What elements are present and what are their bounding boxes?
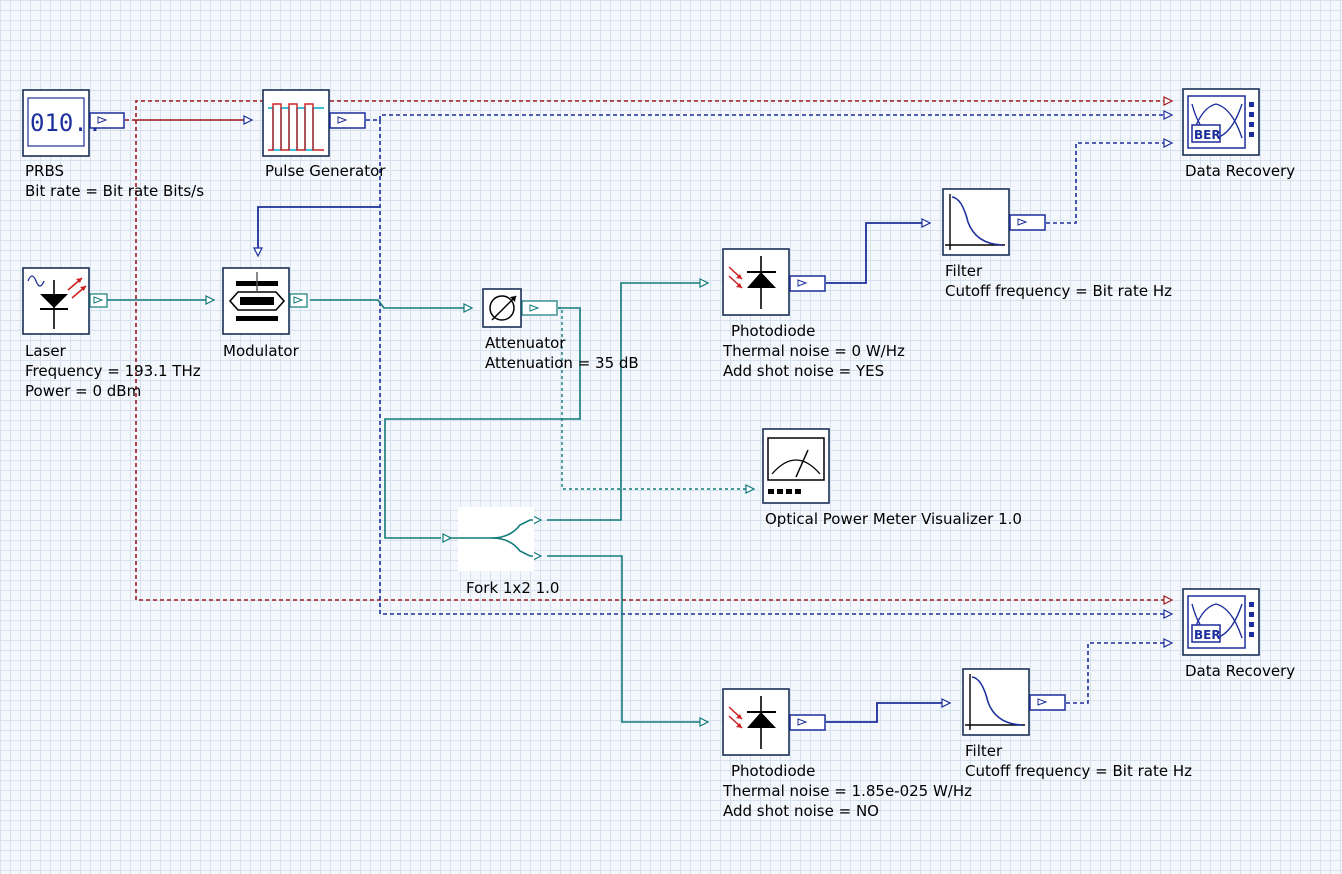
- link-pulsegen-to-datarecovery-bottom[interactable]: [379, 120, 1170, 615]
- ber-badge-bottom: BER: [1194, 628, 1221, 642]
- links-layer: [106, 96, 1174, 727]
- photodiode-bottom-name-label: Photodiode: [731, 762, 815, 780]
- photodiode-bottom-thermal-label: Thermal noise = 1.85e-025 W/Hz: [722, 782, 972, 800]
- laser-name-label: Laser: [25, 342, 67, 360]
- fork-branch-icon: [449, 519, 533, 557]
- fork-name-label: Fork 1x2 1.0: [466, 579, 559, 597]
- link-pulsegen-to-datarecovery-top[interactable]: [366, 114, 1170, 121]
- data-recovery-top-component[interactable]: BER Data Recovery: [1182, 88, 1295, 180]
- attenuator-icon: [489, 295, 517, 321]
- photodiode-top-icon: [728, 256, 776, 309]
- link-prbs-to-datarecovery-bottom[interactable]: [135, 120, 1170, 601]
- photodiode-top-output-port[interactable]: [789, 275, 826, 292]
- modulator-name-label: Modulator: [223, 342, 300, 360]
- attenuator-component[interactable]: Attenuator Attenuation = 35 dB: [482, 288, 639, 372]
- data-recovery-bottom-name-label: Data Recovery: [1185, 662, 1295, 680]
- prbs-output-port[interactable]: [89, 112, 125, 129]
- photodiode-top-component[interactable]: Photodiode Thermal noise = 0 W/Hz Add sh…: [722, 248, 905, 380]
- filter-top-cutoff-label: Cutoff frequency = Bit rate Hz: [945, 282, 1172, 300]
- prbs-bitrate-label: Bit rate = Bit rate Bits/s: [25, 182, 204, 200]
- photodiode-bottom-output-port[interactable]: [789, 714, 826, 731]
- link-attenuator-to-fork[interactable]: [384, 307, 581, 539]
- pulse-generator-output-port[interactable]: [329, 112, 366, 129]
- photodiode-bottom-icon: [728, 696, 776, 749]
- pulse-generator-component[interactable]: Pulse Generator: [262, 89, 386, 180]
- pulse-waveform-icon: [268, 103, 324, 151]
- photodiode-bottom-shot-label: Add shot noise = NO: [723, 802, 879, 820]
- input-arrowheads: [205, 96, 1174, 727]
- prbs-name-label: PRBS: [25, 162, 64, 180]
- photodiode-top-name-label: Photodiode: [731, 322, 815, 340]
- attenuator-attenuation-label: Attenuation = 35 dB: [485, 354, 639, 372]
- ber-analyzer-top-icon: BER: [1187, 95, 1254, 149]
- filter-top-response-icon: [945, 194, 1005, 250]
- laser-component[interactable]: Laser Frequency = 193.1 THz Power = 0 dB…: [22, 267, 201, 400]
- fork-component[interactable]: Fork 1x2 1.0: [449, 507, 559, 597]
- laser-frequency-label: Frequency = 193.1 THz: [25, 362, 201, 380]
- link-photodiode-top-to-filter-top[interactable]: [826, 222, 930, 284]
- laser-diode-icon: [27, 275, 87, 329]
- mach-zehnder-icon: [228, 272, 286, 321]
- filter-top-component[interactable]: Filter Cutoff frequency = Bit rate Hz: [942, 188, 1172, 300]
- photodiode-bottom-component[interactable]: Photodiode Thermal noise = 1.85e-025 W/H…: [722, 688, 972, 820]
- filter-top-output-port[interactable]: [1009, 214, 1046, 231]
- link-photodiode-bottom-to-filter-bottom[interactable]: [826, 702, 950, 723]
- link-fork-to-photodiode-top[interactable]: [547, 282, 708, 521]
- power-meter-name-label: Optical Power Meter Visualizer 1.0: [765, 510, 1022, 528]
- link-filter-bottom-to-datarecovery-bottom[interactable]: [1066, 642, 1170, 704]
- ber-analyzer-bottom-icon: BER: [1187, 595, 1254, 649]
- photodiode-top-thermal-label: Thermal noise = 0 W/Hz: [722, 342, 905, 360]
- attenuator-output-port[interactable]: [521, 300, 558, 316]
- prbs-component[interactable]: 010.. PRBS Bit rate = Bit rate Bits/s: [22, 89, 204, 200]
- filter-bottom-component[interactable]: Filter Cutoff frequency = Bit rate Hz: [962, 668, 1192, 780]
- link-fork-to-photodiode-bottom[interactable]: [547, 555, 708, 723]
- link-filter-top-to-datarecovery-top[interactable]: [1046, 142, 1170, 224]
- ber-badge-top: BER: [1194, 128, 1221, 142]
- link-modulator-to-attenuator[interactable]: [310, 299, 472, 309]
- filter-bottom-name-label: Filter: [965, 742, 1003, 760]
- data-recovery-bottom-component[interactable]: BER Data Recovery: [1182, 588, 1295, 680]
- filter-bottom-output-port[interactable]: [1029, 694, 1066, 711]
- link-prbs-to-datarecovery-top[interactable]: [125, 100, 1170, 121]
- laser-power-label: Power = 0 dBm: [25, 382, 141, 400]
- filter-bottom-cutoff-label: Cutoff frequency = Bit rate Hz: [965, 762, 1192, 780]
- power-meter-gauge-icon: [767, 437, 825, 494]
- modulator-component[interactable]: Modulator: [222, 267, 308, 360]
- filter-bottom-response-icon: [965, 674, 1025, 730]
- attenuator-name-label: Attenuator: [485, 334, 566, 352]
- link-pulsegen-to-modulator[interactable]: [257, 206, 380, 254]
- pulse-generator-name-label: Pulse Generator: [265, 162, 386, 180]
- link-attenuator-to-power-meter[interactable]: [558, 307, 746, 490]
- data-recovery-top-name-label: Data Recovery: [1185, 162, 1295, 180]
- photodiode-top-shot-label: Add shot noise = YES: [723, 362, 884, 380]
- filter-top-name-label: Filter: [945, 262, 983, 280]
- optical-power-meter-component[interactable]: Optical Power Meter Visualizer 1.0: [762, 428, 1022, 528]
